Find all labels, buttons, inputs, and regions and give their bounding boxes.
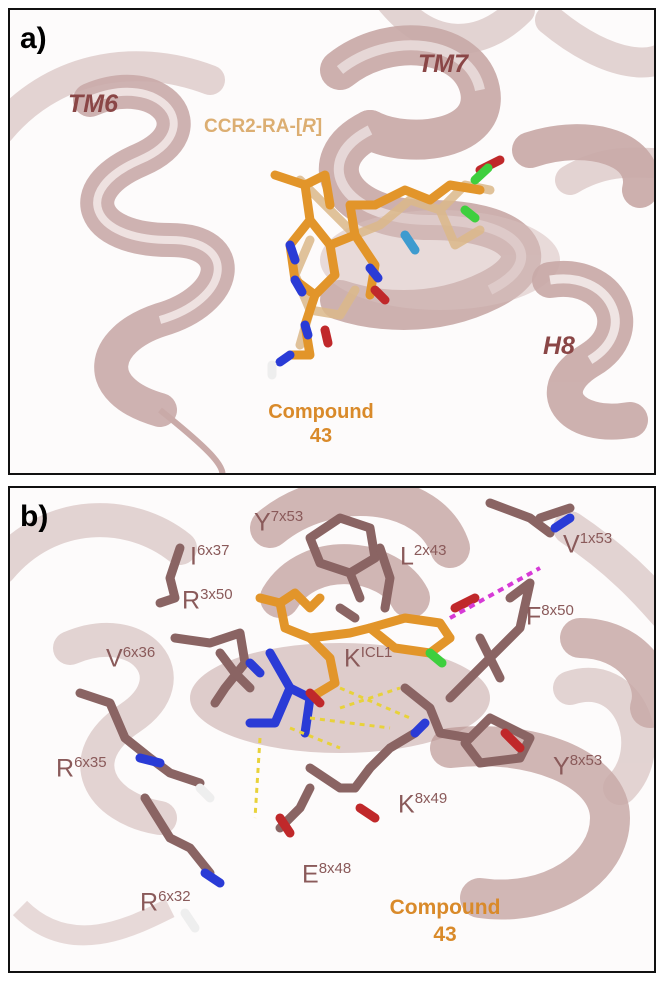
residue-label-k8x49: K8x49 [398,790,447,819]
residue-label-e8x48: E8x48 [302,860,351,889]
residue-label-i6x37: I6x37 [190,542,229,571]
h8-label: H8 [543,332,575,360]
residue-position: 8x50 [541,602,574,619]
residue-name: V [106,644,123,673]
residue-label-r6x35: R6x35 [56,754,107,783]
residue-label-f8x50: F8x50 [526,602,574,631]
residue-name: E [302,860,319,889]
residue-name: F [526,602,542,631]
compound-label-line1: Compound [389,896,501,919]
tm6-label: TM6 [68,90,118,118]
panel-a: a) TM6 TM7 H8 CCR2-RA-[R] Compound 43 [8,8,656,475]
residue-position: 1x53 [579,530,613,547]
panel-b: b) Y7x53 I6x37 L2x43 V1x53 R3x50 F8x50 V… [8,486,656,973]
residue-name: R [182,586,201,615]
residue-name: Y [254,508,271,537]
residue-name: K [344,644,361,673]
residue-position: 8x53 [569,752,603,769]
residue-position: 6x32 [158,888,191,905]
compound-43-label-a: Compound 43 [256,400,386,448]
reference-ligand-prefix: CCR2-RA-[ [204,116,303,137]
residue-position: 3x50 [200,586,233,603]
residue-position: ICL1 [360,644,393,661]
residue-name: R [140,888,159,917]
residue-position: 8x49 [414,790,448,807]
reference-ligand-label: CCR2-RA-[R] [204,116,322,138]
panel-a-label: a) [20,22,47,55]
residue-position: 2x43 [413,542,447,559]
residue-name: Y [553,752,570,781]
residue-name: R [56,754,75,783]
residue-position: 6x36 [122,644,156,661]
residue-name: I [190,542,197,571]
residue-name: V [563,530,580,559]
compound-43-label-b: Compound 43 [380,894,510,948]
compound-label-line2: 43 [433,923,457,946]
panel-b-label: b) [20,500,49,533]
tm7-label: TM7 [418,50,468,78]
residue-label-r6x32: R6x32 [140,888,191,917]
reference-ligand-suffix: ] [315,116,323,137]
residue-label-kicl1: KICL1 [344,644,392,673]
residue-position: 6x35 [74,754,107,771]
residue-position: 7x53 [270,508,304,525]
reference-ligand-stereo: R [302,116,316,137]
panel-b-structure [10,488,654,946]
residue-label-y8x53: Y8x53 [553,752,602,781]
residue-position: 6x37 [196,542,230,559]
residue-label-y7x53: Y7x53 [254,508,303,537]
residue-position: 8x48 [318,860,352,877]
residue-label-v1x53: V1x53 [563,530,612,559]
residue-label-v6x36: V6x36 [106,644,155,673]
residue-name: K [398,790,415,819]
residue-name: L [400,542,414,571]
panel-a-structure [10,10,654,473]
compound-label-line1: Compound [268,401,374,423]
residue-label-r3x50: R3x50 [182,586,233,615]
residue-label-l2x43: L2x43 [400,542,446,571]
compound-label-line2: 43 [309,425,333,447]
